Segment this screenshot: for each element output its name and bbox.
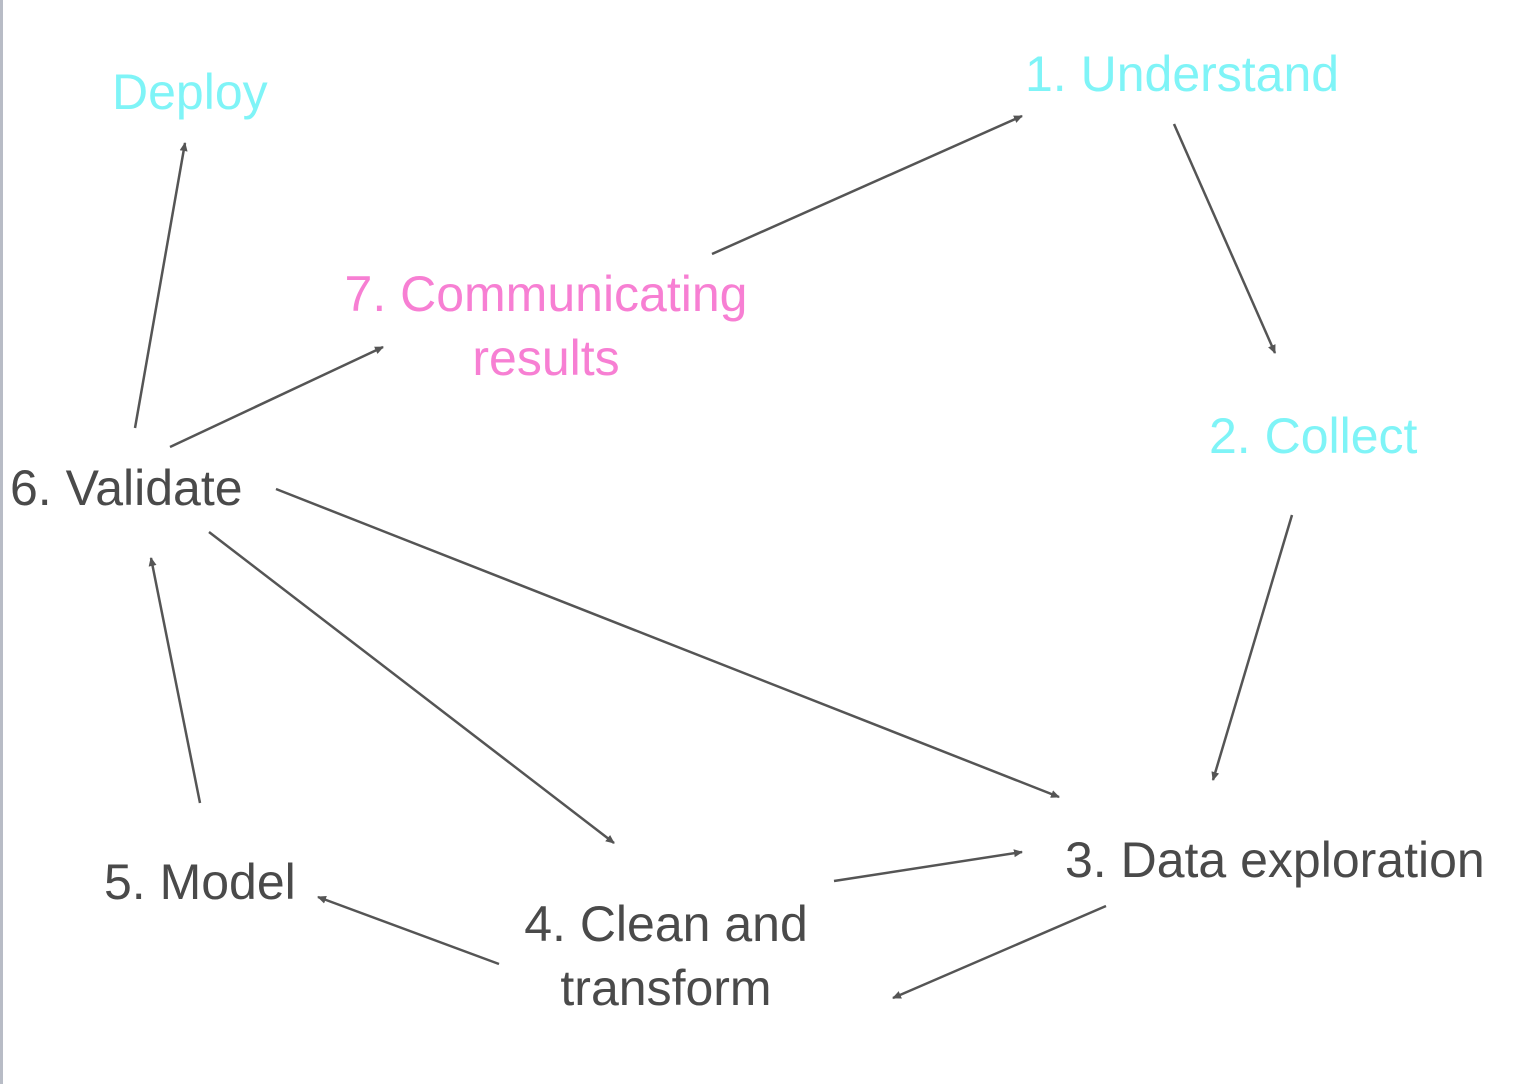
node-deploy: Deploy [112,64,268,120]
arrow-model-to-validate [148,557,202,804]
node-validate: 6. Validate [10,460,243,516]
node-communicating-line1: 7. Communicating [344,266,748,322]
node-collect: 2. Collect [1209,408,1418,464]
node-model: 5. Model [104,854,296,910]
node-understand: 1. Understand [1025,46,1340,102]
node-communicating-results: 7. Communicating results [345,262,748,390]
arrow-clean-transform-to-model [317,895,500,966]
node-data-exploration: 3. Data exploration [1065,832,1485,888]
arrow-collect-to-data-exploration [1211,514,1294,781]
arrow-validate-to-data-exploration [275,487,1060,799]
arrow-validate-to-clean-transform [208,531,615,844]
arrow-communicating-to-understand [711,114,1023,256]
node-communicating-line2: results [472,330,620,386]
arrow-data-exploration-to-clean-transform [892,904,1107,1000]
node-clean-and-transform: 4. Clean and transform [524,892,808,1020]
arrow-validate-to-communicating [169,345,384,449]
left-border [0,0,3,1084]
arrow-understand-to-collect [1172,123,1277,354]
arrow-clean-transform-to-data-exploration [833,849,1023,883]
arrow-validate-to-deploy [133,142,188,429]
node-clean-line1: 4. Clean and [524,896,808,952]
node-clean-line2: transform [560,960,772,1016]
